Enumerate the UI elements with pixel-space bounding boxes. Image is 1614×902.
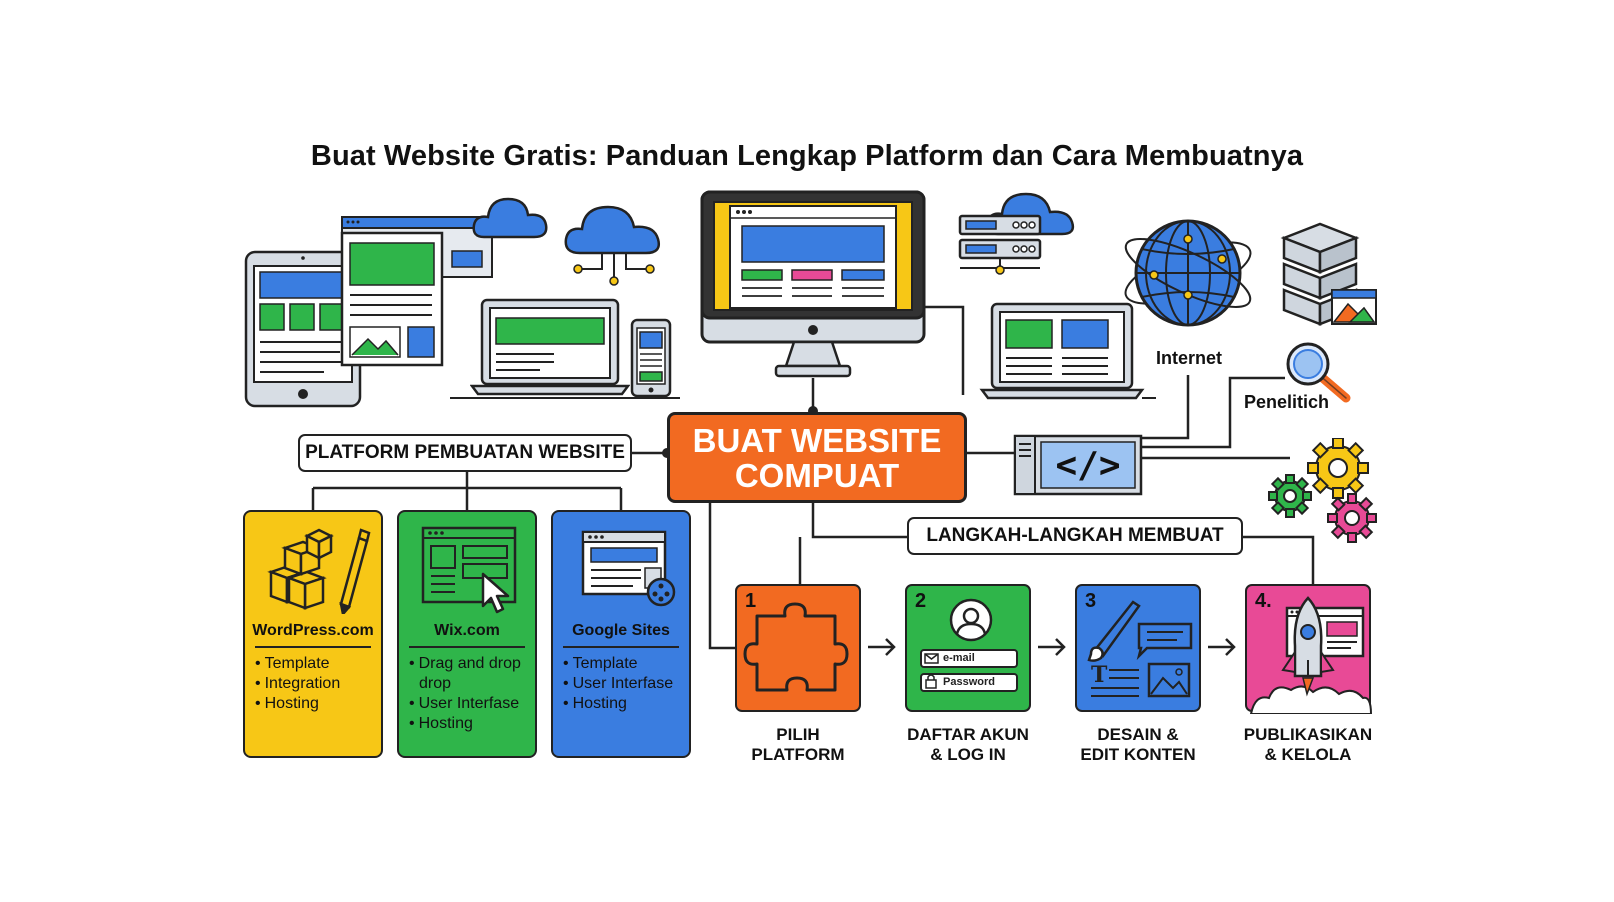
arrow-right-icon: [868, 638, 896, 656]
sites-window-icon: [581, 530, 676, 607]
phone-icon: [630, 318, 672, 398]
step-label: DAFTAR AKUN & LOG IN: [907, 725, 1029, 764]
feature-list: Template User Interfase Hosting: [553, 654, 679, 714]
puzzle-icon: [743, 602, 849, 692]
svg-text:T: T: [1091, 662, 1108, 688]
feature-list: Template Integration Hosting: [245, 654, 346, 714]
laptop-right-icon: [979, 302, 1156, 400]
feature-item: User Interfase: [409, 694, 529, 714]
globe-icon: [1124, 219, 1252, 327]
step-label: DESAIN & EDIT KONTEN: [1080, 725, 1196, 764]
drag-drop-window-icon: [421, 526, 517, 614]
feature-item: Template: [563, 654, 673, 674]
feature-item: Template: [255, 654, 340, 674]
step-number: 2: [915, 590, 927, 612]
step-card-1: 1: [735, 584, 861, 712]
password-field-label: Password: [943, 676, 995, 688]
step-number: 4.: [1255, 590, 1272, 612]
feature-item: Hosting: [409, 714, 529, 734]
arrow-right-icon: [1208, 638, 1236, 656]
step-card-3: T 3: [1075, 584, 1201, 712]
feature-item: User Interfase: [563, 674, 673, 694]
rocket-launch-icon: [1249, 596, 1373, 714]
login-icon: [920, 598, 1018, 692]
steps-header: LANGKAH-LANGKAH MEMBUAT: [907, 517, 1243, 555]
divider: [409, 646, 525, 648]
design-brush-icon: T: [1087, 600, 1193, 698]
feature-item: Integration: [255, 674, 341, 694]
internet-label: Internet: [1156, 348, 1223, 368]
code-symbol: </>: [1055, 445, 1121, 486]
hub-line-2: COMPUAT: [734, 456, 900, 494]
step-card-4: 4.: [1245, 584, 1373, 714]
gears-icon: [1268, 438, 1377, 543]
step-card-2: e-mail Password 2: [905, 584, 1031, 712]
email-field-label: e-mail: [943, 652, 975, 664]
platform-name: Wix.com: [434, 622, 500, 639]
platform-card-google-sites: Google Sites Template User Interfase Hos…: [551, 510, 691, 758]
platform-name: Google Sites: [572, 622, 670, 639]
desktop-monitor-icon: [700, 190, 926, 378]
platform-name: WordPress.com: [252, 622, 374, 639]
central-hub: BUAT WEBSITE COMPUAT: [667, 412, 967, 503]
page-title: Buat Website Gratis: Panduan Lengkap Pla…: [310, 140, 1304, 172]
server-stack-icon: [1280, 222, 1377, 326]
tablet-icon: [244, 250, 362, 408]
browser-window-icon: [340, 216, 493, 367]
cloud-network-icon: [564, 205, 660, 286]
desk-line: [450, 397, 680, 399]
step-number: 3: [1085, 590, 1097, 612]
cloud-icon: [472, 197, 548, 239]
peneliti-label: Penelitich: [1244, 392, 1330, 412]
feature-item: Drag and drop drop: [409, 654, 529, 694]
arrow-right-icon: [1038, 638, 1066, 656]
divider: [563, 646, 679, 648]
cloud-server-icon: [958, 192, 1075, 275]
blocks-pen-icon: [267, 528, 371, 614]
platform-card-wix: Wix.com Drag and drop drop User Interfas…: [397, 510, 537, 758]
laptop-icon: [470, 298, 630, 396]
code-icon: [1013, 434, 1143, 496]
feature-list: Drag and drop drop User Interfase Hostin…: [399, 654, 535, 734]
step-label: PILIH PLATFORM: [751, 725, 845, 764]
step-number: 1: [745, 590, 757, 612]
hub-line-1: BUAT WEBSITE: [692, 421, 942, 459]
platform-header: PLATFORM PEMBUATAN WEBSITE: [298, 434, 632, 472]
divider: [255, 646, 371, 648]
magnifier-icon: [1286, 342, 1351, 403]
platform-card-wordpress: WordPress.com Template Integration Hosti…: [243, 510, 383, 758]
feature-item: Hosting: [563, 694, 673, 714]
feature-item: Hosting: [255, 694, 340, 714]
step-label: PUBLIKASIKAN & KELOLA: [1243, 725, 1373, 764]
